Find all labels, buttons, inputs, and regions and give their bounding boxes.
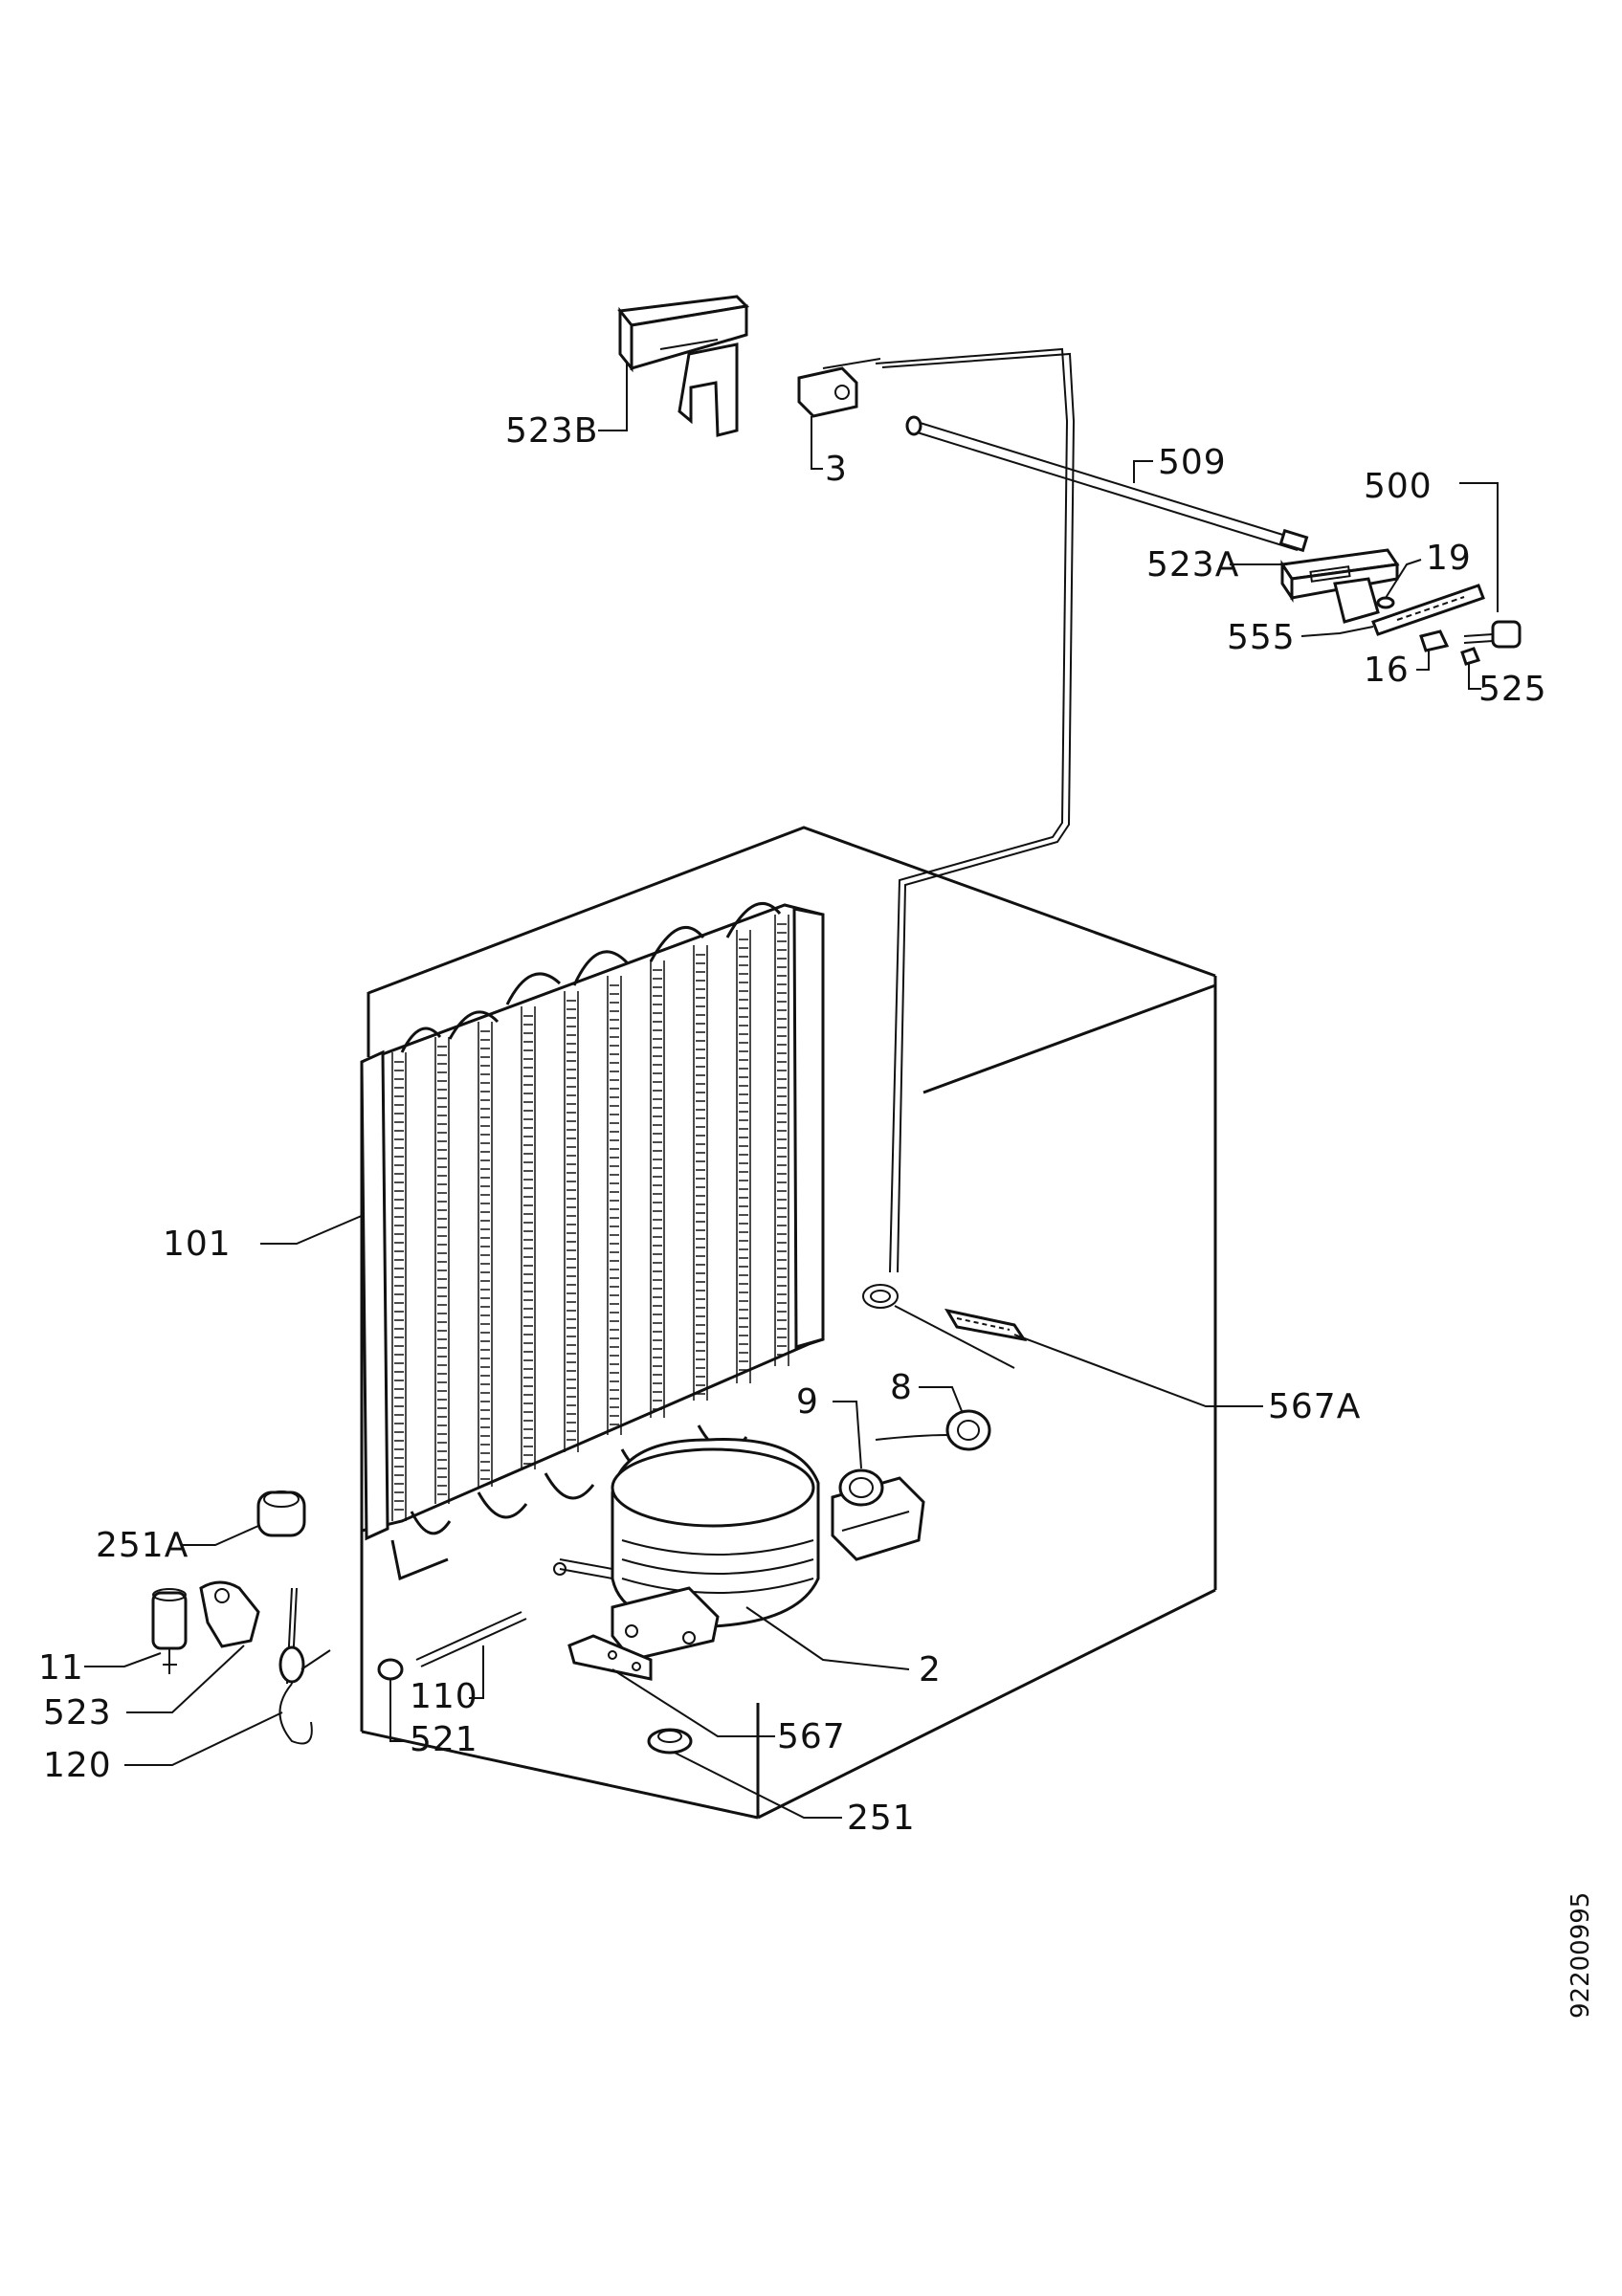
part-567-plate	[567, 1634, 653, 1681]
cabinet	[360, 826, 1217, 1820]
leader-120	[124, 1711, 283, 1766]
part-2-compressor	[553, 1438, 820, 1662]
label-101: 101	[163, 1225, 232, 1264]
leader-523b	[598, 364, 628, 431]
leader-525	[1468, 664, 1481, 690]
label-567: 567	[777, 1717, 846, 1756]
part-110-tube	[415, 1611, 527, 1667]
leader-567	[611, 1668, 775, 1737]
condenser	[360, 902, 825, 1581]
label-523a: 523A	[1146, 545, 1239, 585]
label-251: 251	[847, 1799, 916, 1838]
part-555-strip	[1371, 584, 1485, 636]
label-525: 525	[1478, 670, 1547, 709]
part-525-nut	[1460, 647, 1481, 666]
leader-2	[745, 1606, 910, 1670]
label-251a: 251A	[96, 1526, 189, 1565]
label-523b: 523B	[505, 411, 598, 451]
label-8: 8	[890, 1368, 913, 1407]
leader-9	[833, 1401, 862, 1469]
part-251a-bushing	[256, 1490, 306, 1537]
leader-523	[126, 1645, 245, 1713]
leader-11	[84, 1652, 162, 1667]
part-3-thermostat	[797, 358, 881, 418]
part-16-clip	[1419, 629, 1450, 652]
capillary-pipe	[862, 347, 1076, 1369]
leader-555	[1300, 626, 1374, 637]
part-11-drier	[151, 1588, 188, 1674]
leader-500	[1459, 482, 1499, 612]
part-9-relay	[831, 1468, 925, 1561]
label-11: 11	[38, 1648, 84, 1688]
leader-509	[1133, 460, 1153, 483]
leader-251	[674, 1752, 842, 1819]
label-120: 120	[43, 1746, 112, 1785]
part-19-pin	[1376, 596, 1395, 609]
leader-19	[1385, 559, 1422, 599]
part-500-screw	[1463, 620, 1522, 649]
part-523a-hinge	[1279, 548, 1400, 624]
label-3: 3	[825, 450, 848, 489]
reference-number: 92200995	[1566, 1892, 1595, 2019]
label-555: 555	[1227, 618, 1296, 657]
leader-101	[260, 1214, 365, 1245]
leader-251a	[182, 1525, 259, 1546]
condenser-fins	[391, 915, 789, 1521]
label-567a: 567A	[1268, 1387, 1361, 1426]
leader-521	[389, 1679, 407, 1742]
leader-16	[1416, 651, 1430, 671]
leader-8	[919, 1386, 963, 1412]
leader-567a	[1013, 1334, 1263, 1407]
part-8-protector	[875, 1409, 991, 1451]
label-9: 9	[796, 1382, 819, 1422]
part-523-clip	[199, 1580, 260, 1648]
part-509-rod	[905, 415, 1309, 553]
label-19: 19	[1426, 539, 1472, 578]
leader-3	[811, 416, 823, 470]
part-251-grommet	[647, 1728, 693, 1755]
part-523b-bracket	[617, 295, 750, 437]
part-521-cap	[377, 1658, 404, 1681]
label-509: 509	[1158, 443, 1227, 482]
part-567a-bracket	[944, 1308, 1028, 1342]
label-523: 523	[43, 1693, 112, 1733]
label-16: 16	[1364, 651, 1410, 690]
leader-110	[469, 1645, 484, 1699]
part-120-valve	[278, 1587, 331, 1745]
label-110: 110	[410, 1677, 478, 1716]
label-521: 521	[410, 1720, 478, 1759]
label-2: 2	[919, 1650, 942, 1689]
label-500: 500	[1364, 467, 1433, 506]
